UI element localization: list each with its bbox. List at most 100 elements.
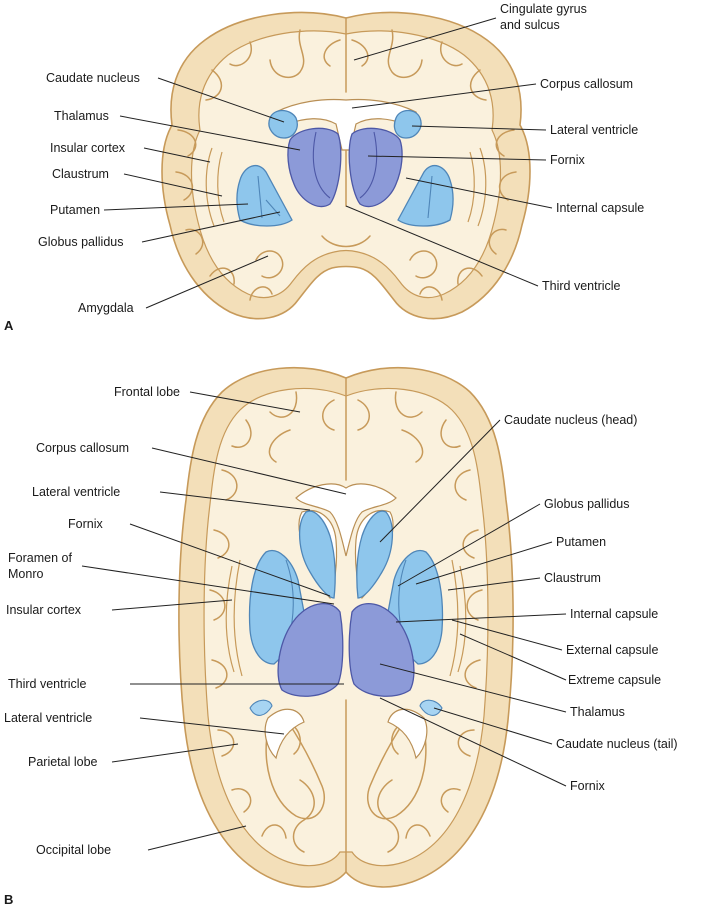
leader-fornix-b-top (129, 523, 331, 597)
coronal-lentiform-left (236, 164, 293, 227)
label-globus-pallidus-b: Globus pallidus (544, 497, 629, 511)
leader-putamen-a (103, 203, 249, 211)
leader-internal-capsule-b (395, 613, 567, 623)
axial-corpus-callosum (295, 483, 397, 557)
leader-claustrum-a (123, 173, 223, 197)
panel-a-labels: Cingulate gyrus and sulcus Caudate nucle… (4, 2, 644, 333)
coronal-pallidus-left-divider (265, 199, 281, 217)
leader-caudate-a (157, 77, 285, 123)
panel-a-letter: A (4, 318, 14, 333)
leader-corpus-callosum-a (351, 83, 537, 109)
label-fornix-a: Fornix (550, 153, 585, 167)
label-lateral-ventricle-a: Lateral ventricle (550, 123, 638, 137)
label-third-ventricle-a: Third ventricle (542, 279, 621, 293)
leader-extreme-capsule (459, 633, 567, 681)
axial-ventricle-posterior-left (264, 708, 305, 760)
leader-fornix-b-bottom (379, 697, 567, 787)
label-globus-pallidus-a: Globus pallidus (38, 235, 123, 249)
leader-external-capsule (451, 619, 563, 651)
label-external-capsule: External capsule (566, 643, 658, 657)
axial-occipital-left-fold (265, 721, 325, 820)
axial-caudate-tail-right (419, 699, 443, 716)
coronal-thalamus-right-lamina (359, 131, 378, 199)
leader-thalamus-a (119, 115, 301, 151)
coronal-caudate-left (268, 109, 298, 139)
leader-lateral-ventricle-b-top (159, 491, 311, 511)
label-third-ventricle-b: Third ventricle (8, 677, 87, 691)
coronal-thalamus-left-lamina (312, 131, 331, 199)
leader-amygdala-a (145, 255, 269, 309)
axial-gyri-left (209, 391, 335, 853)
coronal-lentiform-left-divider (257, 175, 263, 219)
axial-thalamus-right (348, 603, 415, 697)
label-internal-capsule-a: Internal capsule (556, 201, 644, 215)
panel-b-labels: Frontal lobe Caudate nucleus (head) Corp… (4, 385, 678, 907)
label-extreme-capsule: Extreme capsule (568, 673, 661, 687)
coronal-extreme-capsule-right (467, 151, 475, 223)
leader-lateral-ventricle-b-bottom (139, 717, 285, 735)
coronal-amygdala (255, 250, 284, 279)
leader-globus-pallidus-a (141, 211, 281, 243)
leader-thalamus-b (379, 663, 567, 713)
label-claustrum-b: Claustrum (544, 571, 601, 585)
leader-globus-pallidus-b (397, 503, 541, 587)
label-putamen-b: Putamen (556, 535, 606, 549)
coronal-insula-left (205, 147, 215, 227)
leader-third-ventricle-a (345, 205, 539, 287)
leader-insular-b (111, 599, 233, 611)
axial-gyri-right (357, 391, 483, 853)
label-thalamus-a: Thalamus (54, 109, 109, 123)
label-amygdala-a: Amygdala (78, 301, 134, 315)
coronal-gyri-right (351, 29, 517, 301)
label-putamen-a: Putamen (50, 203, 100, 217)
axial-occipital-right-fold (367, 721, 427, 820)
leader-insular-a (143, 147, 211, 163)
label-insular-a: Insular cortex (50, 141, 126, 155)
label-foramen-1: Foramen of (8, 551, 72, 565)
leader-internal-capsule-a (405, 177, 553, 209)
label-lateral-ventricle-b-bottom: Lateral ventricle (4, 711, 92, 725)
leader-parietal-lobe (111, 743, 239, 763)
label-fornix-b-bottom: Fornix (570, 779, 605, 793)
label-fornix-b-top: Fornix (68, 517, 103, 531)
panel-a-leaders (103, 17, 553, 309)
leader-caudate-head (379, 419, 501, 543)
label-occipital-lobe: Occipital lobe (36, 843, 111, 857)
panel-b: Frontal lobe Caudate nucleus (head) Corp… (4, 366, 678, 907)
label-claustrum-a: Claustrum (52, 167, 109, 181)
label-cingulate-1: Cingulate gyrus (500, 2, 587, 16)
leader-occipital-lobe (147, 825, 247, 851)
label-lateral-ventricle-b-top: Lateral ventricle (32, 485, 120, 499)
leader-corpus-callosum-b (151, 447, 347, 495)
axial-capsules-left (225, 559, 243, 677)
coronal-insula-right (477, 147, 487, 227)
panel-b-letter: B (4, 892, 13, 907)
label-internal-capsule-b: Internal capsule (570, 607, 658, 621)
label-frontal-lobe: Frontal lobe (114, 385, 180, 399)
label-corpus-callosum-a: Corpus callosum (540, 77, 633, 91)
axial-caudate-tail-left (249, 699, 273, 716)
label-insular-b: Insular cortex (6, 603, 82, 617)
leader-putamen-b (415, 541, 553, 585)
leader-frontal-lobe (189, 391, 301, 413)
leader-cingulate (353, 17, 497, 61)
label-caudate-head: Caudate nucleus (head) (504, 413, 637, 427)
leader-lateral-ventricle-a (411, 125, 547, 131)
leader-caudate-tail (433, 707, 553, 745)
label-caudate-tail: Caudate nucleus (tail) (556, 737, 678, 751)
label-foramen-2: Monro (8, 567, 43, 581)
coronal-gyri-left (175, 29, 341, 301)
coronal-lentiform-right (397, 164, 454, 227)
label-thalamus-b: Thalamus (570, 705, 625, 719)
coronal-caudate-right (393, 109, 422, 139)
axial-caudate-head-right (356, 510, 394, 599)
leader-foramen-monro (81, 565, 335, 605)
coronal-extreme-capsule-left (217, 151, 225, 223)
label-cingulate-2: and sulcus (500, 18, 560, 32)
coronal-brainstem-notch (321, 235, 371, 248)
axial-caudate-head-left (298, 510, 336, 599)
axial-ventricle-posterior-right (387, 708, 428, 760)
panel-a: Cingulate gyrus and sulcus Caudate nucle… (4, 2, 644, 333)
